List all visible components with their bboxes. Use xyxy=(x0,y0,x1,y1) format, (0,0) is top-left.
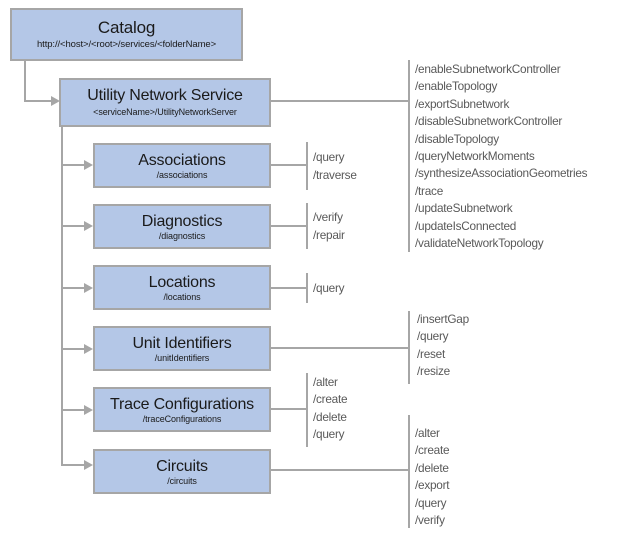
arrow-icon xyxy=(84,344,93,354)
connector-trace-configurations xyxy=(61,409,85,411)
catalog-node: Catalog http://<host>/<root>/services/<f… xyxy=(10,8,243,61)
associations-ops-bracket xyxy=(306,142,308,190)
locations-ops-bracket xyxy=(306,273,308,303)
operation-item: /disableTopology xyxy=(415,131,499,146)
connector-diagnostics xyxy=(61,225,85,227)
locations-ops-connector xyxy=(270,287,306,289)
resource-trunk-line xyxy=(61,126,63,465)
arrow-icon xyxy=(84,460,93,470)
operation-item: /traverse xyxy=(313,168,357,182)
operation-item: /validateNetworkTopology xyxy=(415,236,544,251)
service-path: <serviceName>/UtilityNetworkServer xyxy=(93,107,237,117)
operation-item: /query xyxy=(415,495,447,510)
connector-circuits xyxy=(61,464,85,466)
operation-item: /insertGap xyxy=(417,312,469,326)
operation-item: /query xyxy=(313,150,345,164)
service-title: Utility Network Service xyxy=(87,87,243,104)
trace-configurations-ops-bracket xyxy=(306,373,308,447)
associations-ops-connector xyxy=(270,164,306,166)
arrow-icon xyxy=(51,96,60,106)
operation-item: /queryNetworkMoments xyxy=(415,149,535,164)
operation-item: /query xyxy=(313,281,345,295)
catalog-path: http://<host>/<root>/services/<folderNam… xyxy=(36,39,217,50)
operation-item: /delete xyxy=(415,460,449,475)
trace-configurations-operations-list: /alter /create /delete /query xyxy=(313,374,348,444)
diagnostics-node: Diagnostics /diagnostics xyxy=(93,204,271,249)
operation-item: /verify xyxy=(415,513,445,528)
arrow-icon xyxy=(84,283,93,293)
node-title: Trace Configurations xyxy=(110,396,254,413)
locations-operations-list: /query xyxy=(313,279,345,297)
catalog-title: Catalog xyxy=(97,18,156,37)
operation-item: /repair xyxy=(313,228,345,242)
utility-network-service-node: Utility Network Service <serviceName>/Ut… xyxy=(59,78,271,127)
node-path: /locations xyxy=(163,292,201,302)
arrow-icon xyxy=(84,221,93,231)
operation-item: /verify xyxy=(313,210,343,224)
node-title: Circuits xyxy=(156,458,208,475)
operation-item: /query xyxy=(417,329,449,344)
service-ops-connector xyxy=(270,100,408,102)
operation-item: /trace xyxy=(415,183,444,198)
operation-item: /create xyxy=(313,392,348,407)
operation-item: /alter xyxy=(313,375,338,389)
node-path: /circuits xyxy=(167,476,197,486)
node-path: /unitIdentifiers xyxy=(154,353,210,363)
circuits-operations-list: /alter /create /delete /export /query /v… xyxy=(415,425,450,529)
node-path: /diagnostics xyxy=(158,231,206,241)
operation-item: /resize xyxy=(417,364,450,379)
node-title: Unit Identifiers xyxy=(132,335,232,352)
node-title: Associations xyxy=(138,152,226,169)
unit-identifiers-ops-connector xyxy=(270,347,408,349)
operation-item: /reset xyxy=(417,346,446,361)
operation-item: /export xyxy=(415,478,450,493)
locations-node: Locations /locations xyxy=(93,265,271,310)
operation-item: /exportSubnetwork xyxy=(415,96,510,111)
operation-item: /delete xyxy=(313,409,347,424)
service-operations-list: /enableSubnetworkController /enableTopol… xyxy=(415,61,588,252)
node-path: /traceConfigurations xyxy=(142,414,222,424)
operation-item: /query xyxy=(313,427,345,442)
operation-item: /disableSubnetworkController xyxy=(415,114,563,129)
associations-operations-list: /query /traverse xyxy=(313,148,357,184)
node-path: /associations xyxy=(156,170,208,180)
arrow-icon xyxy=(84,405,93,415)
operation-item: /alter xyxy=(415,426,440,440)
operation-item: /enableSubnetworkController xyxy=(415,62,561,76)
circuits-ops-bracket xyxy=(408,415,410,528)
connector-locations xyxy=(61,287,85,289)
operation-item: /synthesizeAssociationGeometries xyxy=(415,166,588,181)
operation-item: /enableTopology xyxy=(415,79,498,94)
connector-catalog-service xyxy=(24,60,26,102)
unit-identifiers-ops-bracket xyxy=(408,311,410,384)
connector-associations xyxy=(61,164,85,166)
circuits-ops-connector xyxy=(270,469,408,471)
node-title: Diagnostics xyxy=(141,213,223,230)
connector-catalog-service-h xyxy=(24,100,52,102)
connector-unit-identifiers xyxy=(61,348,85,350)
diagnostics-operations-list: /verify /repair xyxy=(313,208,345,244)
diagnostics-ops-connector xyxy=(270,225,306,227)
unit-identifiers-node: Unit Identifiers /unitIdentifiers xyxy=(93,326,271,371)
trace-configurations-ops-connector xyxy=(270,408,306,410)
node-title: Locations xyxy=(148,274,216,291)
operation-item: /updateIsConnected xyxy=(415,218,517,233)
arrow-icon xyxy=(84,160,93,170)
diagnostics-ops-bracket xyxy=(306,203,308,249)
associations-node: Associations /associations xyxy=(93,143,271,188)
operation-item: /create xyxy=(415,443,450,458)
unit-identifiers-operations-list: /insertGap /query /reset /resize xyxy=(417,311,469,381)
operation-item: /updateSubnetwork xyxy=(415,201,513,216)
trace-configurations-node: Trace Configurations /traceConfiguration… xyxy=(93,387,271,432)
service-ops-bracket xyxy=(408,60,410,252)
circuits-node: Circuits /circuits xyxy=(93,449,271,494)
